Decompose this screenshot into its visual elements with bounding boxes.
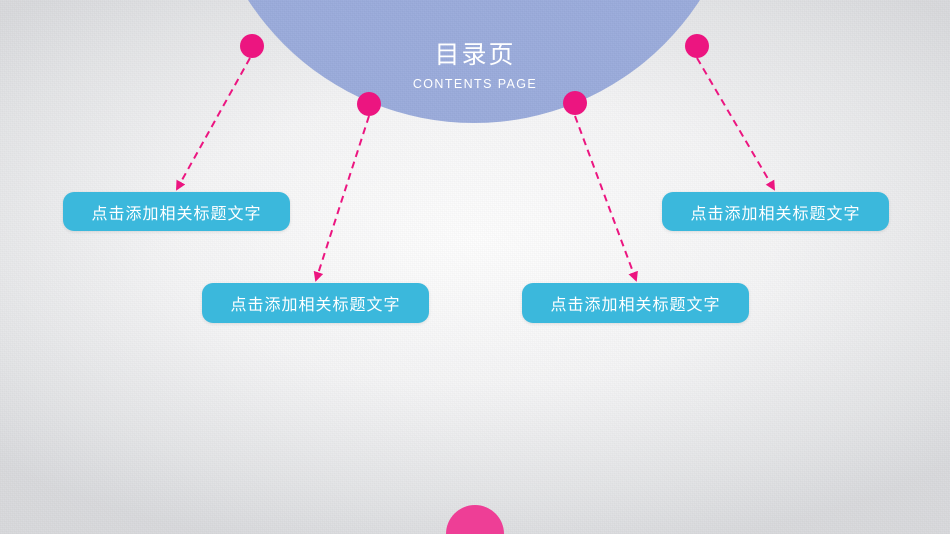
contents-item-4-label: 点击添加相关标题文字 [690,205,861,223]
contents-item-3-label: 点击添加相关标题文字 [550,297,721,314]
node-dot-4[interactable] [685,34,709,58]
node-dot-1[interactable] [240,34,264,58]
connector-line-1 [176,57,251,191]
node-dot-2[interactable] [357,92,381,116]
node-dot-3[interactable] [563,91,587,115]
contents-item-4[interactable]: 点击添加相关标题文字 [662,192,889,231]
contents-item-2[interactable]: 点击添加相关标题文字 [202,283,429,323]
connector-line-4 [696,57,776,191]
connector-line-2 [313,115,370,282]
contents-item-1[interactable]: 点击添加相关标题文字 [63,192,290,231]
contents-item-3[interactable]: 点击添加相关标题文字 [522,283,749,323]
connector-line-3 [574,115,638,282]
contents-item-1-label: 点击添加相关标题文字 [91,205,262,223]
contents-item-2-label: 点击添加相关标题文字 [230,297,401,314]
